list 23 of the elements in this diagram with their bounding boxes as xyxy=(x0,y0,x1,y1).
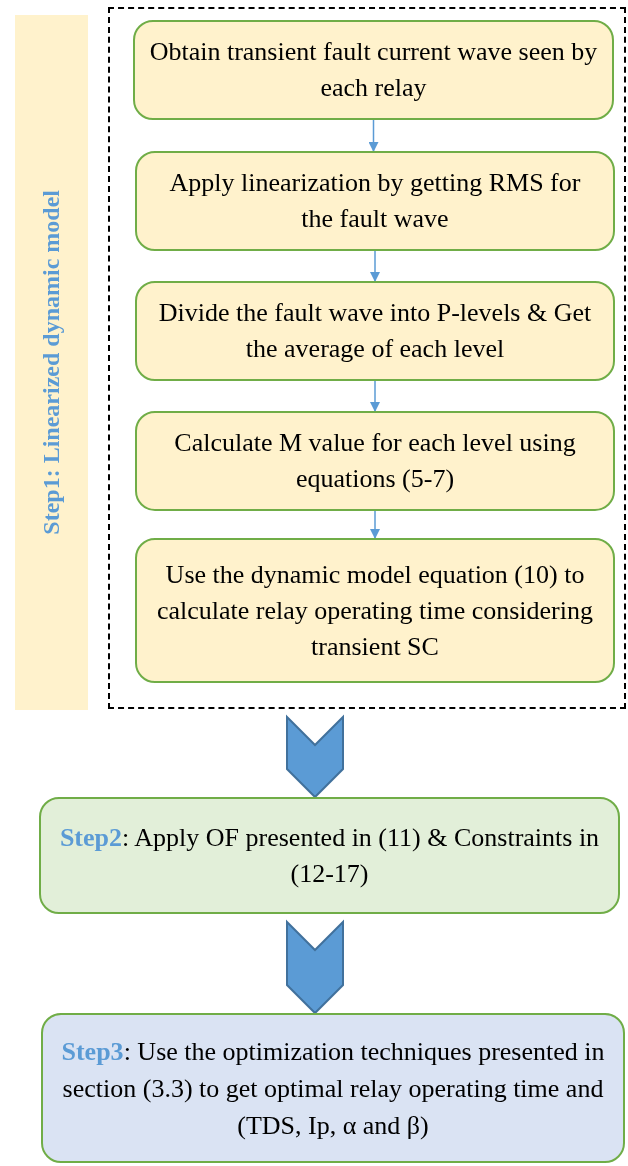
process-box xyxy=(39,797,620,914)
process-box xyxy=(133,20,614,120)
step-text: Step3: Use the optimization techniques presented in section (3.3) to get optimal relay operating time and (TDS, Ip, α and β) xyxy=(60,1035,606,1142)
chevron-arrow xyxy=(286,714,344,799)
process-box xyxy=(41,1013,625,1163)
step-text: Calculate M value for each level using equations (5-7) xyxy=(173,427,577,495)
step-text: Obtain transient fault current wave seen by each relay xyxy=(149,36,598,104)
step-text: Use the dynamic model equation (10) to calculate relay operating time considering transient SC xyxy=(155,558,594,663)
arrow xyxy=(370,510,380,539)
arrow xyxy=(370,380,380,412)
arrow xyxy=(368,119,379,152)
process-box xyxy=(135,281,615,381)
step-text: Apply linearization by getting RMS for the fault wave xyxy=(168,167,582,235)
chevron-arrow xyxy=(286,919,344,1015)
step-band xyxy=(15,15,88,710)
step-text: Step2: Apply OF presented in (11) & Constraints in (12-17) xyxy=(58,821,601,890)
step-text: Divide the fault wave into P-levels & Get the average of each level xyxy=(157,297,593,365)
arrow xyxy=(370,250,380,282)
process-box xyxy=(135,538,615,683)
process-box xyxy=(135,151,615,251)
step-title: Step1: Linearized dynamic model xyxy=(38,190,65,535)
dashed-group-frame xyxy=(108,7,626,709)
process-box xyxy=(135,411,615,511)
